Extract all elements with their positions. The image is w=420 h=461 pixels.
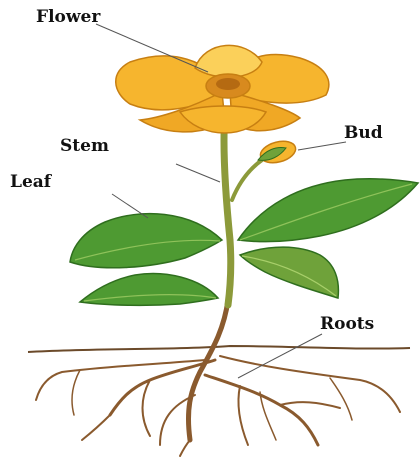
stem-pointer [176, 164, 220, 182]
label-roots: Roots [320, 314, 374, 334]
bud-illustration [258, 138, 298, 167]
label-bud: Bud [344, 123, 383, 143]
leaves-illustration [70, 179, 418, 306]
roots-pointer [238, 334, 322, 378]
label-leaf: Leaf [10, 172, 53, 192]
main-stem [224, 112, 231, 305]
label-flower: Flower [36, 7, 101, 27]
soil-line [28, 346, 410, 352]
flower-illustration [116, 45, 329, 133]
bud-stalk [232, 160, 262, 200]
bud-pointer [298, 142, 346, 150]
label-stem: Stem [60, 136, 109, 156]
